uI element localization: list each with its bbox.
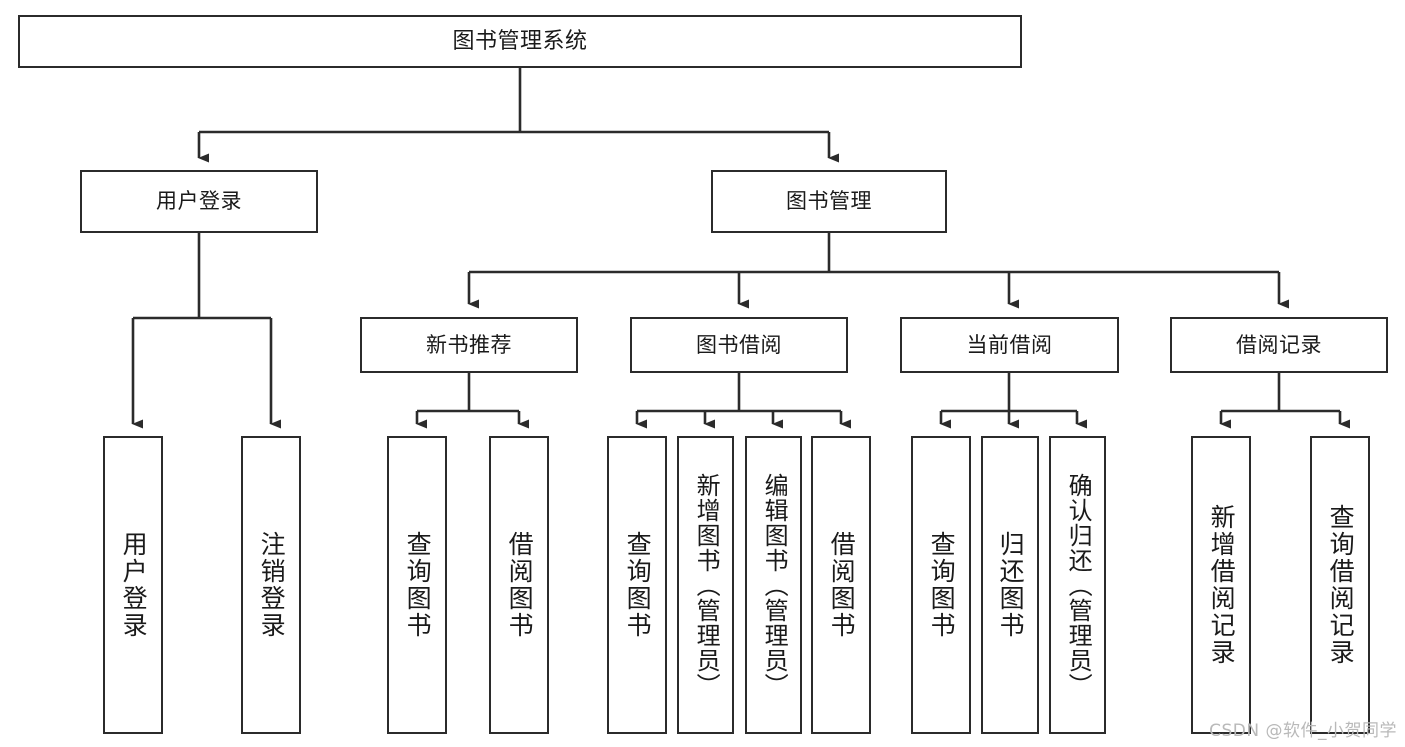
- leaf-add-borrow-record[interactable]: 新增借阅记录: [1191, 436, 1251, 734]
- node-current-borrow[interactable]: 当前借阅: [900, 317, 1119, 373]
- csdn-watermark: CSDN @软件_小贺同学: [1209, 721, 1397, 741]
- node-book-borrow-label: 图书借阅: [696, 332, 782, 357]
- leaf-query-book-bb-label: 查询图书: [623, 531, 653, 639]
- node-root-label: 图书管理系统: [452, 28, 588, 54]
- node-user-login[interactable]: 用户登录: [80, 170, 318, 233]
- leaf-confirm-return-admin-label: 确认归还（管理员）: [1064, 472, 1093, 698]
- leaf-add-borrow-record-label: 新增借阅记录: [1207, 504, 1237, 666]
- leaf-edit-book-admin-label: 编辑图书（管理员）: [760, 472, 789, 698]
- node-new-book-recommend-label: 新书推荐: [426, 332, 512, 357]
- leaf-borrow-book-nbr[interactable]: 借阅图书: [489, 436, 549, 734]
- node-book-borrow[interactable]: 图书借阅: [630, 317, 848, 373]
- leaf-query-borrow-record-label: 查询借阅记录: [1326, 504, 1356, 666]
- node-borrow-record[interactable]: 借阅记录: [1170, 317, 1388, 373]
- leaf-add-book-admin[interactable]: 新增图书（管理员）: [677, 436, 734, 734]
- leaf-borrow-book-nbr-label: 借阅图书: [505, 531, 535, 639]
- node-user-login-label: 用户登录: [156, 189, 242, 214]
- node-current-borrow-label: 当前借阅: [966, 332, 1053, 357]
- leaf-query-book-nbr[interactable]: 查询图书: [387, 436, 447, 734]
- leaf-add-book-admin-label: 新增图书（管理员）: [692, 472, 721, 698]
- node-root-book-management-system[interactable]: 图书管理系统: [18, 15, 1022, 68]
- leaf-logout-label: 注销登录: [257, 531, 287, 639]
- leaf-borrow-book-bb[interactable]: 借阅图书: [811, 436, 871, 734]
- leaf-return-book-label: 归还图书: [996, 531, 1026, 639]
- leaf-query-book-nbr-label: 查询图书: [403, 531, 433, 639]
- leaf-borrow-book-bb-label: 借阅图书: [827, 531, 857, 639]
- leaf-confirm-return-admin[interactable]: 确认归还（管理员）: [1049, 436, 1106, 734]
- leaf-query-book-cb[interactable]: 查询图书: [911, 436, 971, 734]
- leaf-query-book-bb[interactable]: 查询图书: [607, 436, 667, 734]
- leaf-query-book-cb-label: 查询图书: [927, 531, 957, 639]
- node-new-book-recommend[interactable]: 新书推荐: [360, 317, 578, 373]
- leaf-logout[interactable]: 注销登录: [241, 436, 301, 734]
- leaf-query-borrow-record[interactable]: 查询借阅记录: [1310, 436, 1370, 734]
- node-book-management-label: 图书管理: [786, 189, 872, 214]
- node-borrow-record-label: 借阅记录: [1236, 332, 1322, 357]
- leaf-return-book[interactable]: 归还图书: [981, 436, 1039, 734]
- node-book-management[interactable]: 图书管理: [711, 170, 947, 233]
- leaf-user-login-label: 用户登录: [119, 531, 149, 639]
- leaf-edit-book-admin[interactable]: 编辑图书（管理员）: [745, 436, 802, 734]
- leaf-user-login[interactable]: 用户登录: [103, 436, 163, 734]
